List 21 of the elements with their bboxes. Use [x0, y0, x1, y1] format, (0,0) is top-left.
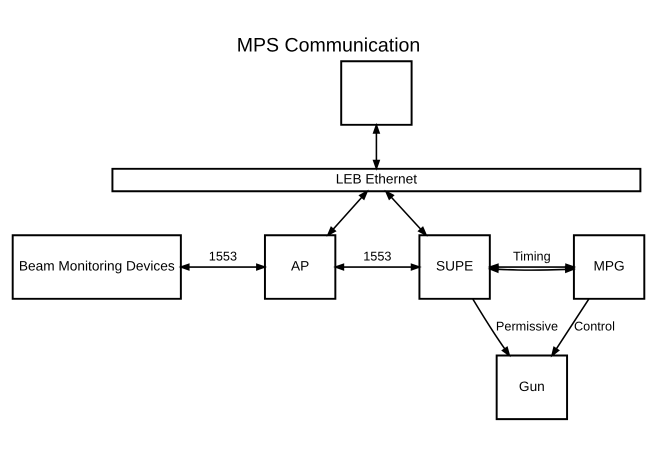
node-box: LEB Ethernet: [111, 167, 642, 192]
arrow: [550, 298, 590, 357]
node-box: Gun: [496, 354, 568, 420]
node-box: AP: [264, 234, 336, 300]
arrow: [333, 262, 422, 270]
node-box: SUPE: [418, 234, 491, 300]
arrow: [178, 262, 268, 270]
arrow: [326, 189, 369, 236]
node-box: Beam Monitoring Devices: [12, 234, 182, 300]
edge-label: Timing: [513, 248, 551, 264]
node-box: [340, 60, 413, 126]
arrow: [472, 298, 511, 357]
edge-label: Permissive: [496, 318, 558, 334]
arrow: [488, 262, 576, 270]
diagram-title: MPS Communication: [236, 34, 420, 56]
edge-label: 1553: [363, 248, 392, 264]
edge-label: Control: [574, 318, 615, 334]
arrow: [372, 122, 380, 170]
arrow: [384, 189, 428, 236]
node-box: MPG: [572, 234, 646, 300]
edge-label: 1553: [208, 248, 238, 264]
